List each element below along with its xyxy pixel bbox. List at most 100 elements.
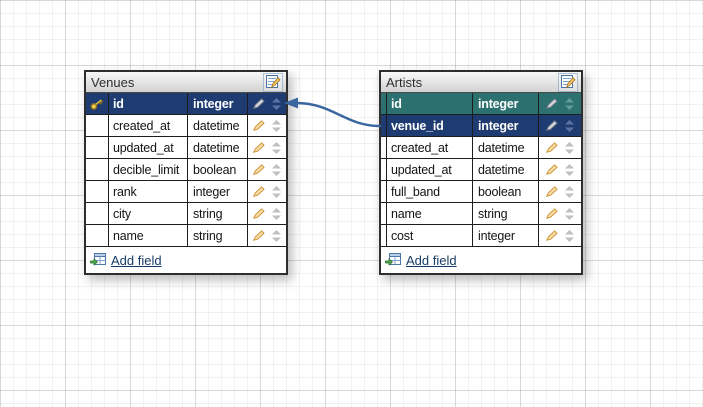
field-name: name (109, 225, 188, 246)
relation-arrow[interactable] (281, 94, 385, 136)
key-cell-empty (86, 181, 109, 202)
table-venues-header[interactable]: Venues (86, 72, 286, 93)
edit-field-icon[interactable] (253, 142, 266, 153)
edit-field-icon[interactable] (253, 164, 266, 175)
table-row[interactable]: name string (86, 225, 286, 247)
field-name: cost (387, 225, 473, 246)
field-type: string (473, 203, 539, 224)
key-cell-empty (381, 115, 387, 136)
table-row[interactable]: city string (86, 203, 286, 225)
field-type: string (188, 225, 248, 246)
table-row[interactable]: decible_limit boolean (86, 159, 286, 181)
edit-field-icon[interactable] (545, 142, 559, 153)
field-name: city (109, 203, 188, 224)
key-cell-empty (381, 137, 387, 158)
field-name: name (387, 203, 473, 224)
table-row[interactable]: id integer (381, 93, 581, 115)
edit-field-icon[interactable] (253, 208, 266, 219)
reorder-field-icon[interactable] (565, 229, 575, 242)
field-type: datetime (473, 137, 539, 158)
field-type: datetime (188, 115, 248, 136)
field-type: integer (473, 93, 539, 114)
field-type: datetime (188, 137, 248, 158)
key-cell-empty (381, 181, 387, 202)
key-cell-empty (86, 225, 109, 246)
field-type: integer (473, 225, 539, 246)
field-type: boolean (188, 159, 248, 180)
edit-field-icon[interactable] (253, 186, 266, 197)
table-row[interactable]: rank integer (86, 181, 286, 203)
key-cell-empty (86, 115, 109, 136)
field-name: venue_id (387, 115, 473, 136)
field-name: id (109, 93, 188, 114)
edit-field-icon[interactable] (545, 208, 559, 219)
field-type: integer (188, 93, 248, 114)
reorder-field-icon[interactable] (565, 207, 575, 220)
table-row[interactable]: updated_at datetime (381, 159, 581, 181)
field-name: decible_limit (109, 159, 188, 180)
field-type: integer (473, 115, 539, 136)
reorder-field-icon[interactable] (565, 97, 575, 110)
table-row[interactable]: created_at datetime (381, 137, 581, 159)
edit-table-glyph (265, 75, 281, 89)
key-cell-empty (86, 203, 109, 224)
key-icon (90, 99, 104, 110)
field-type: datetime (473, 159, 539, 180)
key-cell-empty (86, 137, 109, 158)
key-cell-empty (381, 203, 387, 224)
add-field-link[interactable]: Add field (111, 252, 162, 268)
field-type: string (188, 203, 248, 224)
edit-field-icon[interactable] (253, 230, 266, 241)
table-title: Artists (386, 74, 423, 90)
key-cell-empty (381, 159, 387, 180)
key-cell-empty (381, 93, 387, 114)
reorder-field-icon[interactable] (271, 207, 281, 220)
edit-field-icon[interactable] (545, 186, 559, 197)
key-cell-empty (381, 225, 387, 246)
edit-field-icon[interactable] (253, 120, 266, 131)
field-name: id (387, 93, 473, 114)
field-type: integer (188, 181, 248, 202)
table-row[interactable]: updated_at datetime (86, 137, 286, 159)
table-row[interactable]: id integer (86, 93, 286, 115)
edit-field-icon[interactable] (545, 164, 559, 175)
edit-field-icon[interactable] (545, 98, 559, 109)
edit-table-glyph (560, 75, 576, 89)
add-field-row[interactable]: Add field (86, 247, 286, 273)
table-row[interactable]: cost integer (381, 225, 581, 247)
reorder-field-icon[interactable] (271, 185, 281, 198)
table-row[interactable]: name string (381, 203, 581, 225)
reorder-field-icon[interactable] (565, 141, 575, 154)
edit-field-icon[interactable] (253, 98, 266, 109)
add-field-link[interactable]: Add field (406, 252, 457, 268)
field-name: updated_at (109, 137, 188, 158)
edit-field-icon[interactable] (545, 230, 559, 241)
primary-key-cell (86, 93, 109, 114)
field-name: full_band (387, 181, 473, 202)
table-artists-header[interactable]: Artists (381, 72, 581, 93)
field-name: updated_at (387, 159, 473, 180)
table-venues[interactable]: Venues id integer (84, 70, 288, 275)
reorder-field-icon[interactable] (565, 185, 575, 198)
add-field-row[interactable]: Add field (381, 247, 581, 273)
reorder-field-icon[interactable] (271, 229, 281, 242)
field-type: boolean (473, 181, 539, 202)
reorder-field-icon[interactable] (271, 97, 281, 110)
field-name: created_at (109, 115, 188, 136)
reorder-field-icon[interactable] (271, 163, 281, 176)
edit-table-icon[interactable] (263, 72, 283, 92)
key-cell-empty (86, 159, 109, 180)
edit-table-icon[interactable] (558, 72, 578, 92)
table-row[interactable]: full_band boolean (381, 181, 581, 203)
table-row[interactable]: created_at datetime (86, 115, 286, 137)
table-artists[interactable]: Artists id integer venue_id integer (379, 70, 583, 275)
table-title: Venues (91, 74, 135, 90)
field-name: rank (109, 181, 188, 202)
reorder-field-icon[interactable] (565, 163, 575, 176)
table-row[interactable]: venue_id integer (381, 115, 581, 137)
reorder-field-icon[interactable] (271, 141, 281, 154)
add-field-icon (90, 253, 106, 266)
edit-field-icon[interactable] (545, 120, 559, 131)
reorder-field-icon[interactable] (565, 119, 575, 132)
reorder-field-icon[interactable] (271, 119, 281, 132)
